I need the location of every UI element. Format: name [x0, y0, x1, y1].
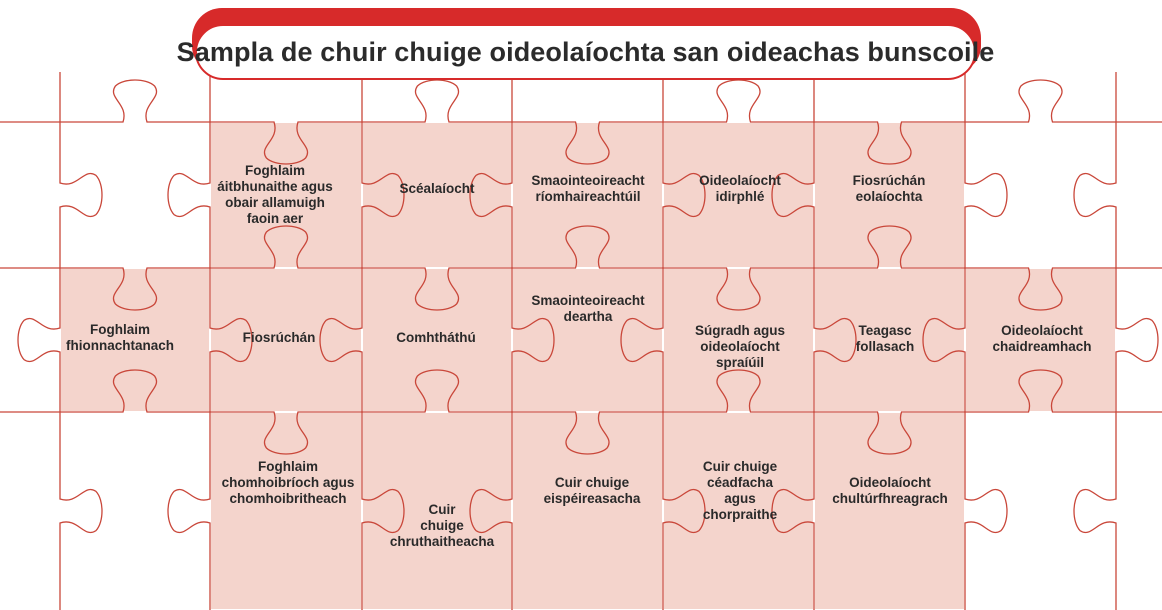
puzzle-piece-cuir-chuige-eispeireasacha — [513, 413, 662, 609]
piece-label-oideolaiocht-idirphle: Oideolaíocht idirphlé — [699, 173, 781, 204]
title-banner: Sampla de chuir chuige oideolaíochta san… — [177, 8, 994, 80]
puzzle-line-vertical-8 — [1073, 72, 1159, 610]
puzzle-piece-fiosruchan — [211, 269, 361, 411]
puzzle-line-horizontal-1 — [0, 79, 1162, 165]
puzzle-piece-sugradh — [664, 269, 813, 411]
puzzle-piece-foghlaim-aitbhunaithe — [211, 123, 361, 267]
puzzle-lines — [0, 72, 1162, 610]
puzzle-piece-smaointeoireacht-deartha — [513, 269, 662, 411]
puzzle-piece-fiosruchan-eolaiochta — [815, 123, 964, 267]
title-box: Sampla de chuir chuige oideolaíochta san… — [177, 24, 994, 80]
piece-label-smaointeoireacht-riomhaireachtuil: Smaointeoireacht ríomhaireachtúil — [531, 173, 645, 204]
puzzle-line-horizontal-3 — [0, 369, 1162, 455]
piece-label-oideolaiocht-chaidreamhach: Oideolaíocht chaidreamhach — [992, 323, 1092, 354]
puzzle-line-vertical-4 — [469, 72, 555, 610]
piece-label-fiosruchan: Fiosrúchán — [242, 330, 316, 345]
puzzle-line-vertical-3 — [319, 72, 405, 610]
piece-label-foghlaim-chomhoibrioch: Foghlaim chomhoibríoch agus chomhoibrith… — [221, 459, 355, 506]
puzzle-piece-cuir-chuige-cheadfacha — [664, 413, 813, 609]
piece-label-oideolaiocht-chulturfhreagrach: Oideolaíocht chultúrfhreagrach — [832, 475, 948, 506]
puzzle-line-vertical-5 — [620, 72, 706, 610]
piece-label-cuir-chuige-eispeireasacha: Cuir chuige eispéireasacha — [543, 475, 641, 506]
puzzle-line-horizontal-2 — [0, 225, 1162, 311]
piece-label-smaointeoireacht-deartha: Smaointeoireacht deartha — [531, 293, 645, 324]
puzzle-piece-smaointeoireacht-riomhaireachtuil — [513, 123, 662, 267]
piece-label-cuir-chuige-chruthaitheacha: Cuir chuige chruthaitheacha — [389, 502, 495, 549]
puzzle-piece-cuir-chuige-chruthaitheacha — [363, 413, 511, 609]
piece-label-cuir-chuige-cheadfacha: Cuir chuige céadfacha agus chorpraithe — [702, 459, 778, 522]
piece-label-sugradh: Súgradh agus oideolaíocht spraíúil — [694, 323, 786, 370]
puzzle-piece-comhthathu — [363, 269, 511, 411]
piece-label-foghlaim-aitbhunaithe: Foghlaim áitbhunaithe agus obair allamui… — [217, 163, 333, 226]
puzzle-piece-scealaiocht — [363, 123, 511, 267]
piece-label-scealaiocht: Scéalaíocht — [399, 181, 475, 196]
puzzle-piece-foghlaim-chomhoibrioch — [211, 413, 361, 609]
puzzle-piece-foghlaim-fhionnachtanach — [61, 269, 209, 411]
puzzle-piece-oideolaiocht-idirphle — [664, 123, 813, 267]
puzzle-piece-oideolaiocht-chaidreamhach — [966, 269, 1115, 411]
piece-label-foghlaim-fhionnachtanach: Foghlaim fhionnachtanach — [65, 322, 175, 353]
puzzle-piece-teagasc-follasach — [815, 269, 964, 411]
piece-label-teagasc-follasach: Teagasc follasach — [855, 323, 915, 354]
puzzle-piece-oideolaiocht-chulturfhreagrach — [815, 413, 964, 609]
puzzle-line-vertical-7 — [922, 72, 1008, 610]
puzzle-line-vertical-6 — [771, 72, 857, 610]
puzzle-line-vertical-1 — [17, 72, 103, 610]
piece-label-comhthathu: Comhtháthú — [396, 330, 476, 345]
puzzle-line-vertical-2 — [167, 72, 253, 610]
diagram-title: Sampla de chuir chuige oideolaíochta san… — [176, 36, 995, 67]
piece-label-fiosruchan-eolaiochta: Fiosrúchán eolaíochta — [852, 173, 926, 204]
puzzle-piece-fills — [61, 123, 1115, 609]
